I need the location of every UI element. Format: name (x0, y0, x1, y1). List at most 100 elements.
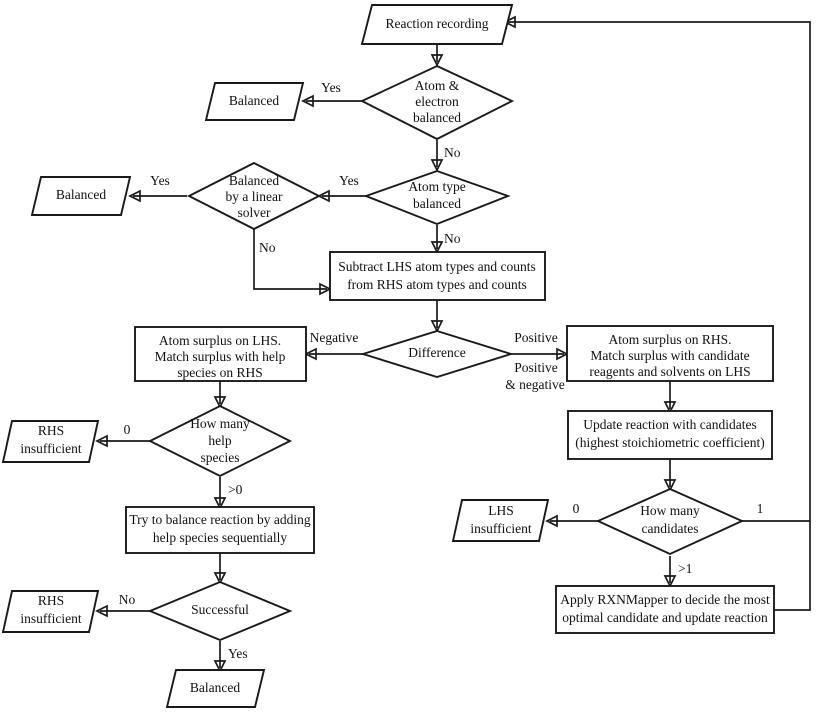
arrowhead-successful-no (95, 604, 108, 618)
label-candidates-one: 1 (757, 501, 764, 516)
how-many-candidates-line2: candidates (642, 521, 699, 536)
label-candidates-zero: 0 (573, 501, 580, 516)
how-many-help-species-line1: How many (190, 416, 250, 431)
edge-linearsolver-no (253, 226, 327, 290)
arrowhead-helpspecies-zero (95, 434, 108, 448)
how-many-help-species-line2: help (208, 433, 231, 448)
node-atom-surplus-rhs[interactable]: Atom surplus on RHS. Match surplus with … (566, 325, 774, 382)
arrowhead-lhs-to-helpspecies (213, 396, 227, 409)
arrowhead-candidates-gtone (663, 575, 677, 588)
apply-rxnmapper-line1: Apply RXNMapper to decide the most (560, 592, 770, 607)
atom-surplus-rhs-line1: Atom surplus on RHS. (608, 332, 731, 347)
balanced-by-linear-solver-line1: Balanced (229, 173, 279, 188)
arrowhead-linearsolver-yes (128, 189, 141, 203)
lhs-insufficient-line2: insufficient (470, 521, 531, 536)
arrowhead-update-to-candidates (663, 479, 677, 492)
label-atom-type-yes: Yes (339, 173, 359, 188)
difference-label: Difference (408, 345, 465, 360)
balanced-top-label: Balanced (229, 93, 279, 108)
label-difference-positive: Positive (514, 330, 558, 345)
edge-label-layer: Yes No Yes No Yes No Negative Positive P… (119, 80, 764, 661)
reaction-recording-label: Reaction recording (385, 16, 488, 31)
arrowhead-subtract-to-difference (430, 320, 444, 333)
node-rhs-insufficient-1[interactable]: RHS insufficient (1, 420, 100, 463)
node-reaction-recording[interactable]: Reaction recording (360, 4, 514, 45)
arrowhead-recording-to-atomelectron (430, 54, 444, 67)
rhs-insufficient-1-line2: insufficient (20, 441, 81, 456)
atom-type-balanced-line1: Atom type (408, 179, 465, 194)
node-balanced-left[interactable]: Balanced (30, 176, 132, 216)
node-atom-electron-balanced[interactable]: Atom & electron balanced (359, 64, 515, 141)
atom-surplus-rhs-line2: Match surplus with candidate (590, 348, 749, 363)
balanced-bottom-label: Balanced (190, 680, 240, 695)
arrowhead-successful-yes (213, 660, 227, 673)
subtract-line1: Subtract LHS atom types and counts (338, 259, 536, 274)
atom-electron-balanced-line1: Atom & (415, 78, 460, 93)
balanced-by-linear-solver-line2: by a linear (226, 189, 283, 204)
apply-rxnmapper-line2: optimal candidate and update reaction (562, 610, 768, 625)
update-reaction-line2: (highest stoichiometric coefficient) (575, 435, 764, 450)
how-many-candidates-line1: How many (640, 503, 700, 518)
node-apply-rxnmapper[interactable]: Apply RXNMapper to decide the most optim… (555, 585, 775, 634)
label-successful-no: No (119, 592, 136, 607)
atom-surplus-lhs-line3: species on RHS (177, 365, 263, 380)
node-subtract[interactable]: Subtract LHS atom types and counts from … (329, 251, 546, 301)
node-rhs-insufficient-2[interactable]: RHS insufficient (1, 590, 100, 633)
atom-electron-balanced-line3: balanced (413, 110, 461, 125)
balanced-by-linear-solver-line3: solver (238, 205, 271, 220)
balanced-left-label: Balanced (56, 187, 106, 202)
atom-surplus-lhs-line2: Match surplus with help (155, 349, 286, 364)
node-try-balance[interactable]: Try to balance reaction by adding help s… (125, 506, 315, 554)
rhs-insufficient-1-line1: RHS (38, 423, 64, 438)
node-how-many-help-species[interactable]: How many help species (147, 404, 293, 478)
label-difference-positive-negative-2: & negative (505, 377, 565, 392)
node-successful[interactable]: Successful (147, 580, 293, 642)
label-help-species-zero: 0 (124, 422, 131, 437)
arrowhead-atomelectron-yes (301, 94, 314, 108)
arrowhead-linearsolver-no (319, 282, 332, 296)
arrowhead-candidates-zero (545, 514, 558, 528)
node-atom-surplus-lhs[interactable]: Atom surplus on LHS. Match surplus with … (134, 326, 307, 382)
subtract-line2: from RHS atom types and counts (347, 277, 527, 292)
node-lhs-insufficient[interactable]: LHS insufficient (451, 499, 550, 542)
update-reaction-line1: Update reaction with candidates (583, 417, 757, 432)
label-candidates-gt-one: >1 (678, 561, 692, 576)
node-difference[interactable]: Difference (359, 330, 515, 378)
node-atom-type-balanced[interactable]: Atom type balanced (363, 169, 511, 226)
label-atom-type-no: No (444, 231, 461, 246)
rhs-insufficient-2-line1: RHS (38, 593, 64, 608)
try-balance-line1: Try to balance reaction by adding (129, 512, 311, 527)
node-balanced-bottom[interactable]: Balanced (165, 669, 266, 708)
label-difference-positive-negative-1: Positive (514, 360, 558, 375)
node-update-reaction[interactable]: Update reaction with candidates (highest… (567, 410, 773, 460)
arrowhead-helpspecies-gtzero (213, 497, 227, 510)
arrowhead-atomtype-yes (317, 189, 330, 203)
label-difference-negative: Negative (310, 330, 359, 345)
arrowhead-candidates-one-return (503, 15, 516, 29)
arrowhead-difference-positive (556, 347, 569, 361)
label-linear-solver-no: No (259, 240, 276, 255)
arrowhead-trybalance-to-successful (213, 572, 227, 585)
label-help-species-gt-zero: >0 (228, 482, 243, 497)
arrowhead-rhs-to-update (663, 401, 677, 414)
label-atom-electron-no: No (444, 145, 461, 160)
label-linear-solver-yes: Yes (150, 173, 170, 188)
lhs-insufficient-line1: LHS (488, 503, 514, 518)
node-how-many-candidates[interactable]: How many candidates (595, 487, 745, 556)
label-successful-yes: Yes (228, 646, 248, 661)
label-atom-electron-yes: Yes (321, 80, 341, 95)
arrowhead-atomtype-no (430, 241, 444, 254)
successful-label: Successful (191, 602, 249, 617)
connector-layer (95, 15, 811, 673)
atom-surplus-lhs-line1: Atom surplus on LHS. (159, 333, 281, 348)
edge-rxnmapper-return (774, 521, 811, 611)
atom-type-balanced-line2: balanced (413, 196, 461, 211)
arrowhead-difference-negative (304, 347, 317, 361)
try-balance-line2: help species sequentially (153, 530, 287, 545)
edge-candidates-one-return (508, 21, 811, 522)
node-balanced-top[interactable]: Balanced (204, 82, 305, 121)
node-balanced-by-linear-solver[interactable]: Balanced by a linear solver (186, 161, 322, 231)
atom-electron-balanced-line2: electron (415, 94, 459, 109)
